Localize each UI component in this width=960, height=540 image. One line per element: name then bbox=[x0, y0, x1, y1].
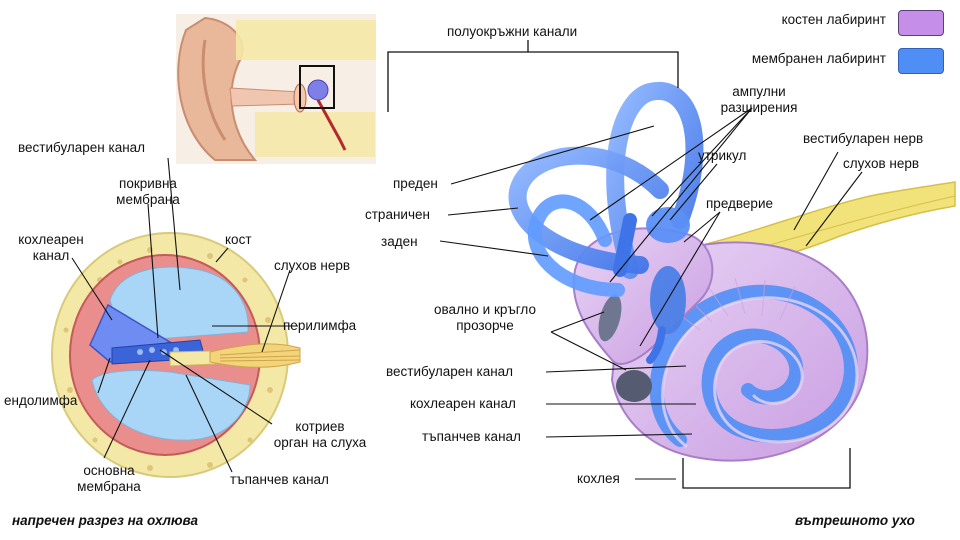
label-bone: кост bbox=[225, 232, 252, 247]
label-cochlear-canal-right: кохлеарен канал bbox=[410, 396, 516, 411]
utricle-sac bbox=[646, 207, 690, 243]
label-vestibular-canal-left: вестибуларен канал bbox=[18, 140, 146, 155]
label-basilar-membrane-line2: мембрана bbox=[77, 479, 141, 494]
label-windows-line2: прозорче bbox=[456, 318, 514, 333]
cochlear-nerve-bundle bbox=[209, 343, 301, 368]
label-vestibule: предверие bbox=[706, 196, 773, 211]
legend-membranous-swatch bbox=[898, 48, 944, 74]
label-lateral-canal: страничен bbox=[365, 207, 430, 222]
label-tectorial-membrane-line1: покривна bbox=[119, 176, 177, 191]
brackets bbox=[387, 40, 851, 489]
ear-thumbnail bbox=[176, 14, 376, 164]
label-vestibular-canal-right: вестибуларен канал bbox=[386, 364, 514, 379]
label-endolymph: ендолимфа bbox=[4, 393, 78, 408]
label-ampullae-line2: разширения bbox=[720, 100, 798, 115]
label-cochlear-duct-line2: канал bbox=[32, 248, 70, 263]
label-ampullae-line1: ампулни bbox=[732, 84, 786, 99]
label-posterior-canal: заден bbox=[381, 234, 418, 249]
legend-bony-label: костен лабиринт bbox=[781, 12, 886, 27]
label-auditory-nerve-left: слухов нерв bbox=[274, 258, 351, 273]
label-basilar-membrane-line1: основна bbox=[83, 463, 135, 478]
legend-membranous-label: мембранен лабиринт bbox=[751, 51, 886, 66]
label-perilymph: перилимфа bbox=[283, 318, 357, 333]
label-utricle: утрикул bbox=[698, 148, 747, 163]
label-tympanic-canal-left: тъпанчев канал bbox=[230, 472, 329, 487]
label-tympanic-canal-right: тъпанчев канал bbox=[422, 429, 521, 444]
label-cochlear-duct-line1: кохлеарен bbox=[18, 232, 84, 247]
oval-window bbox=[598, 294, 622, 342]
label-vestibular-nerve: вестибуларен нерв bbox=[803, 131, 924, 146]
caption-cross-section: напречен разрез на охлюва bbox=[12, 513, 199, 528]
label-semicircular-canals: полуокръжни канали bbox=[447, 24, 578, 39]
legend-bony-swatch bbox=[898, 10, 944, 36]
label-windows-line1: овално и кръгло bbox=[434, 302, 536, 317]
anterior-canal bbox=[606, 81, 704, 279]
cochlea-bracket bbox=[682, 448, 851, 489]
cochlea-cross-section bbox=[51, 232, 301, 478]
posterior-canal bbox=[527, 194, 625, 297]
leader-lines bbox=[71, 107, 863, 480]
round-window bbox=[616, 370, 652, 402]
label-cochlea: кохлея bbox=[577, 471, 620, 486]
label-tectorial-membrane-line2: мембрана bbox=[116, 192, 180, 207]
label-auditory-nerve-right: слухов нерв bbox=[843, 156, 920, 171]
caption-inner-ear: вътрешното ухо bbox=[795, 513, 915, 528]
label-organ-of-corti-line1: котриев bbox=[295, 419, 345, 434]
label-anterior-canal: преден bbox=[393, 176, 438, 191]
semicircular-bracket bbox=[387, 51, 679, 112]
label-organ-of-corti-line2: орган на слуха bbox=[273, 435, 367, 450]
lateral-canal bbox=[508, 146, 669, 274]
